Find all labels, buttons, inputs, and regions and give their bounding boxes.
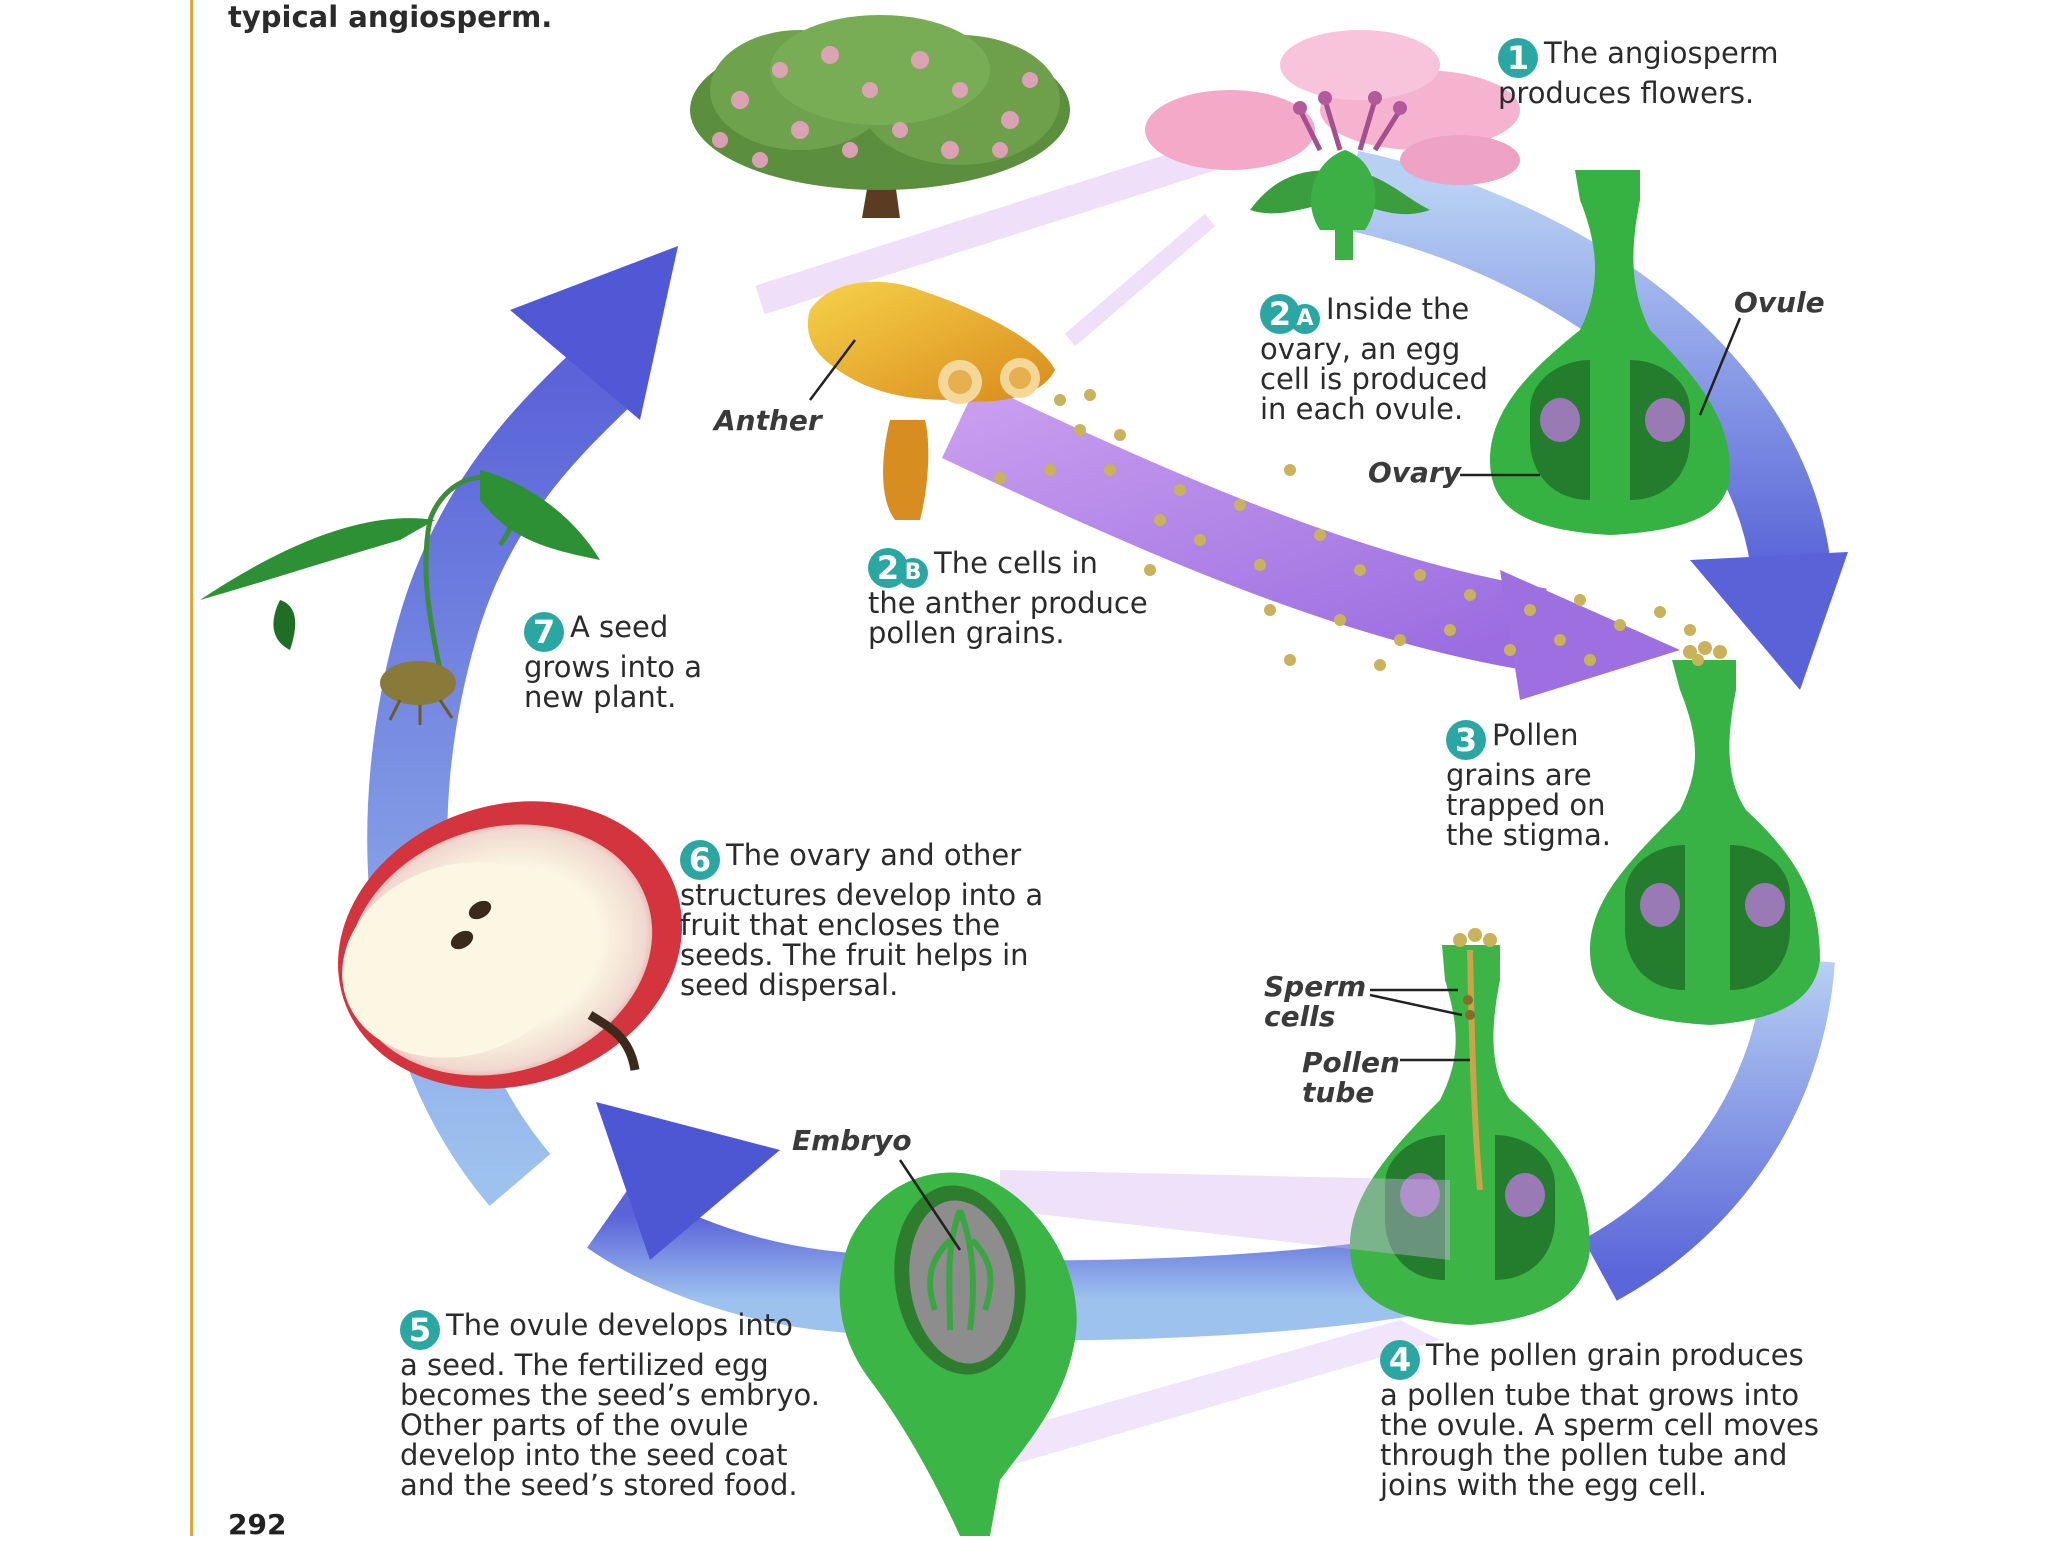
flower-icon [1145, 30, 1520, 260]
ovule-icon [1645, 398, 1685, 442]
ovary-label: Ovary [1368, 456, 1462, 489]
step-1-badge: 1 [1498, 38, 1538, 78]
step-2a-sub-badge: A [1290, 304, 1320, 334]
pollen-tube-icon [1467, 949, 1483, 1191]
page-number: 292 [228, 1508, 287, 1541]
step-2a-badge: 2 [1260, 294, 1300, 334]
step-5-badge: 5 [400, 1310, 440, 1350]
anther-icon [807, 281, 1055, 520]
pistil-with-pollen-tube-icon [1350, 928, 1590, 1325]
page-header-fragment: typical angiosperm. [228, 0, 553, 34]
page-margin [0, 0, 192, 1536]
pistil-with-pollen-icon [1590, 641, 1820, 1025]
step-7-badge: 7 [524, 612, 564, 652]
page-margin-rule [190, 0, 193, 1536]
step-6-badge: 6 [680, 840, 720, 880]
flowering-tree-icon [690, 15, 1070, 218]
apple-fruit-icon [338, 801, 682, 1089]
seed-icon [839, 1172, 1077, 1536]
apple-stem-icon [587, 1011, 640, 1071]
pollen-transfer-arrow [942, 382, 1680, 700]
embryo-label: Embryo [792, 1124, 912, 1157]
zoom-link [940, 1320, 1440, 1480]
pollen-grains [994, 379, 1696, 671]
ovule-icon [1540, 398, 1580, 442]
embryo-icon [927, 1208, 994, 1331]
zoom-link [1000, 1170, 1450, 1260]
leader-lines [809, 317, 1742, 1251]
step-2b-sub-badge: B [898, 558, 928, 588]
ovary-icon [1490, 170, 1730, 535]
step-4-badge: 4 [1380, 1340, 1420, 1380]
anther-label: Anther [714, 404, 822, 437]
seedling-icon [200, 470, 600, 725]
step-3-badge: 3 [1446, 720, 1486, 760]
ovule-label: Ovule [1734, 286, 1825, 319]
